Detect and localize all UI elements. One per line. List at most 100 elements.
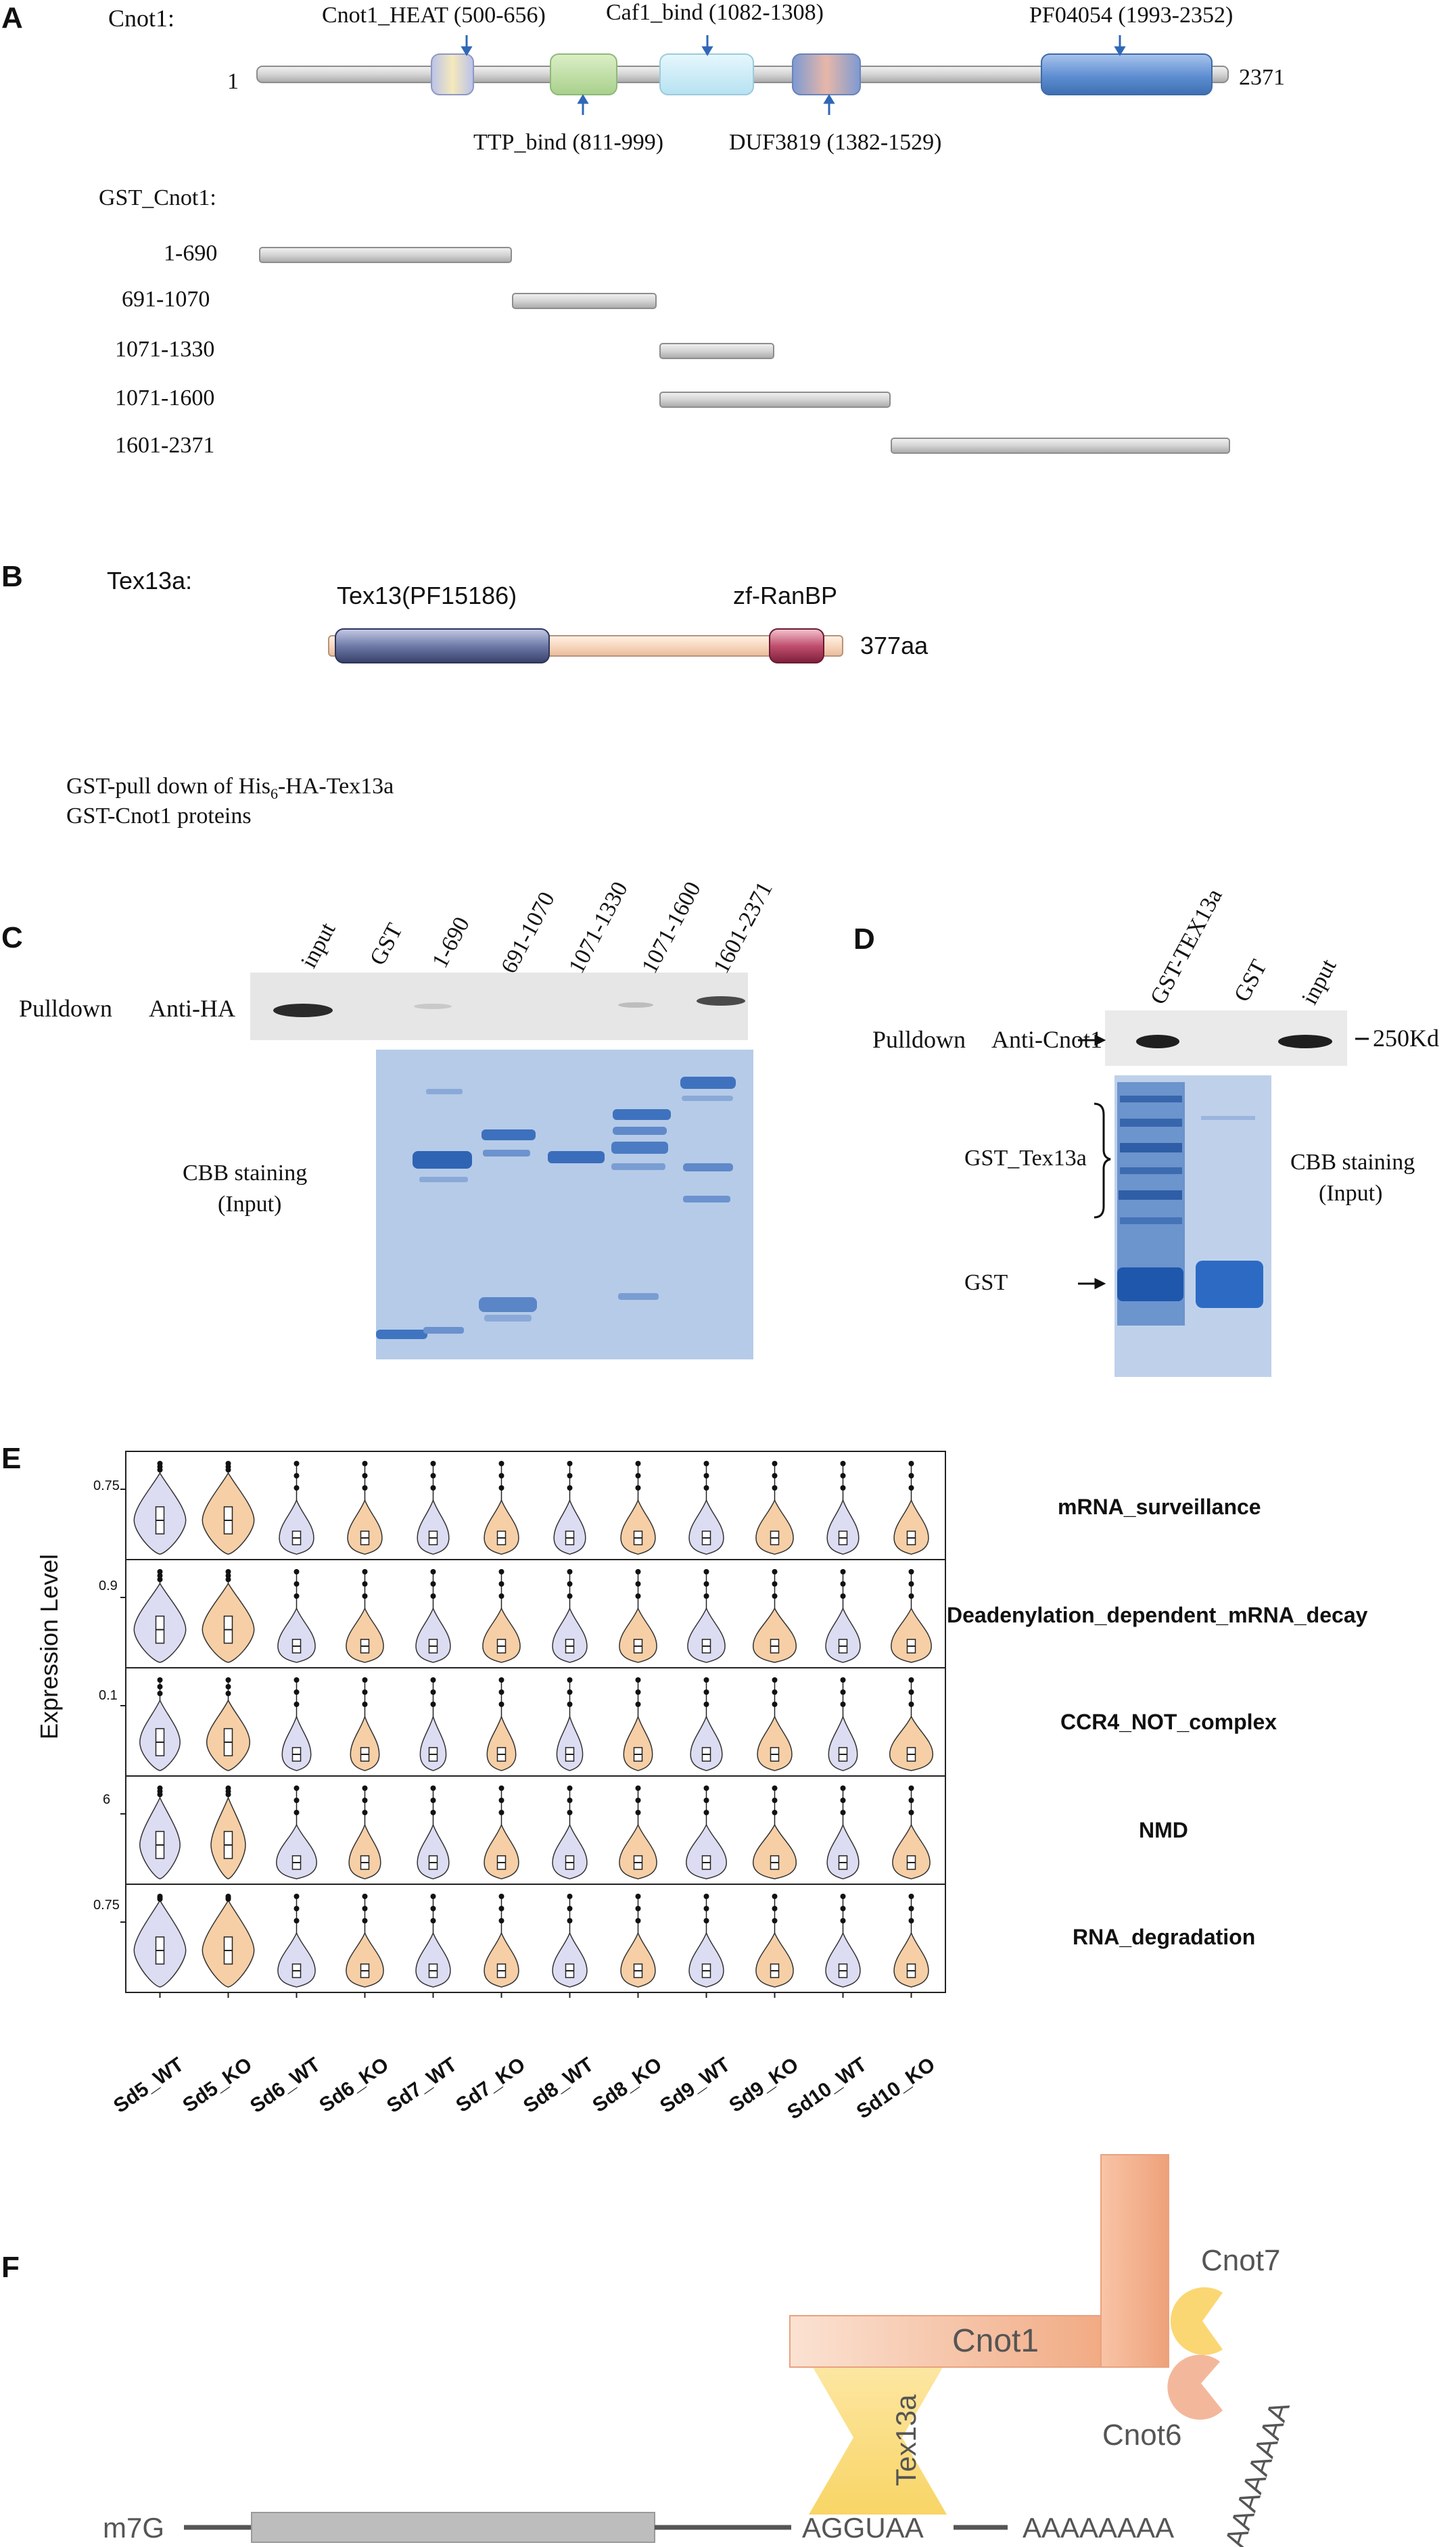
- cnot1-start-label: 1: [227, 69, 239, 94]
- panel-c-antiha-label: Anti-HA: [149, 995, 235, 1022]
- construct-bars: [259, 247, 1230, 454]
- cnot1-end-label: 2371: [1239, 65, 1285, 90]
- violin-Sd6_WT: [279, 1498, 314, 1555]
- panel-c-input-label: (Input): [218, 1192, 282, 1217]
- violin-Sd7_WT: [415, 1606, 451, 1663]
- row-name-ccr4-not: CCR4_NOT_complex: [1060, 1710, 1277, 1734]
- domain-arrows: [461, 35, 1126, 115]
- violin-Sd8_KO: [619, 1607, 657, 1663]
- panel-letter-c: C: [1, 921, 23, 954]
- violin-Sd8_WT: [556, 1714, 584, 1771]
- violin-Sd7_WT: [415, 1931, 451, 1988]
- domain-pf04054: [1041, 53, 1213, 95]
- construct-bar-1071-1600: [659, 392, 891, 408]
- violin-Sd7_WT: [417, 1823, 450, 1879]
- panel-letter-d: D: [853, 922, 875, 956]
- violin-Sd8_WT: [552, 1931, 588, 1988]
- violin-Sd7_KO: [484, 1931, 519, 1988]
- construct-label-5: 1601-2371: [115, 433, 215, 458]
- violin-Sd6_KO: [347, 1498, 383, 1555]
- gel-d-bands: [1117, 1082, 1263, 1326]
- tex13-domain-label: Tex13(PF15186): [337, 582, 517, 609]
- violin-Sd9_KO: [755, 1932, 794, 1988]
- row-name-nmd: NMD: [1139, 1818, 1188, 1842]
- violin-Sd7_KO: [484, 1498, 519, 1555]
- violin-Sd6_KO: [348, 1823, 381, 1879]
- violin-Sd10_KO: [893, 1498, 929, 1555]
- panel-d-cbb-label: CBB staining: [1290, 1150, 1415, 1175]
- row-name-deadenylation: Deadenylation_dependent_mRNA_decay: [947, 1603, 1368, 1627]
- panel-d-anticnot1-label: Anti-Cnot1: [991, 1026, 1103, 1053]
- gel-c-bands: [376, 1077, 736, 1339]
- panel-letter-a: A: [1, 1, 23, 34]
- tex13a-shape: [809, 2360, 947, 2515]
- violin-Sd9_KO: [755, 1499, 794, 1555]
- violin-Sd10_KO: [889, 1715, 934, 1771]
- panel-c-pulldown-label: Pulldown: [19, 995, 113, 1022]
- cnot1-model-label: Cnot1: [952, 2323, 1039, 2359]
- panel-d-input-label: (Input): [1319, 1181, 1383, 1206]
- violin-Sd8_WT: [553, 1498, 586, 1555]
- violin-Sd8_WT: [552, 1823, 588, 1879]
- violin-Sd9_WT: [688, 1498, 724, 1555]
- domain-label-ttp-bind: TTP_bind (811-999): [473, 130, 664, 155]
- violin-Sd6_KO: [350, 1714, 380, 1771]
- polya-label: AAAAAAAA: [1023, 2512, 1175, 2544]
- violin-Sd7_KO: [486, 1714, 517, 1771]
- row-tick-4: 0.75: [93, 1898, 120, 1913]
- violin-Sd10_KO: [893, 1931, 929, 1988]
- domain-label-duf3819: DUF3819 (1382-1529): [729, 130, 942, 155]
- construct-label-1: 1-690: [164, 241, 218, 266]
- violin-Sd10_WT: [828, 1714, 858, 1771]
- domain-caf1-bind: [659, 53, 754, 95]
- domain-ttp-bind: [550, 53, 617, 95]
- violin-Sd10_WT: [826, 1823, 860, 1879]
- violin-row-frame: [125, 1667, 946, 1777]
- violin-Sd10_WT: [825, 1931, 861, 1988]
- gel-c-cbb: [376, 1050, 753, 1359]
- violin-Sd8_KO: [623, 1714, 653, 1771]
- construct-bar-1071-1330: [659, 343, 774, 359]
- construct-label-3: 1071-1330: [115, 337, 215, 362]
- domain-label-pf04054: PF04054 (1993-2352): [1029, 3, 1234, 28]
- violin-Sd8_WT: [552, 1606, 588, 1663]
- construct-label-2: 691-1070: [122, 287, 210, 312]
- domain-tex13: [335, 628, 550, 663]
- violin-Sd6_WT: [281, 1714, 312, 1771]
- violin-grid: [120, 1451, 946, 1998]
- row-name-rna-degradation: RNA_degradation: [1073, 1925, 1256, 1949]
- domain-label-caf1-bind: Caf1_bind (1082-1308): [606, 0, 824, 25]
- violin-Sd7_WT: [419, 1714, 447, 1771]
- panel-d-gst-label: GST: [964, 1270, 1008, 1295]
- construct-bar-1601-2371: [891, 438, 1230, 454]
- violin-Sd9_KO: [757, 1714, 793, 1771]
- violin-Sd9_WT: [688, 1931, 724, 1988]
- violin-Sd9_KO: [752, 1607, 797, 1663]
- panel-d-250kd-label: 250Kd: [1373, 1025, 1439, 1052]
- cnot1-label: Cnot1:: [108, 5, 175, 32]
- violin-Sd9_WT: [690, 1714, 723, 1771]
- construct-label-4: 1071-1600: [115, 385, 215, 411]
- row-name-mrna-surveillance: mRNA_surveillance: [1058, 1495, 1261, 1519]
- violin-Sd7_KO: [484, 1823, 519, 1879]
- model-diagram: [184, 2154, 1223, 2543]
- construct-bar-1-690: [259, 247, 512, 263]
- domain-zf-ranbp: [769, 628, 824, 663]
- mrna-cds-box: [251, 2512, 655, 2543]
- violin-Sd8_KO: [619, 1823, 657, 1879]
- panel-letter-e: E: [1, 1442, 22, 1475]
- panel-letter-f: F: [1, 2251, 20, 2284]
- cnot7-model-label: Cnot7: [1201, 2244, 1281, 2277]
- panel-d-markers: [1078, 1034, 1369, 1290]
- panel-letter-b: B: [1, 560, 23, 593]
- row-tick-3: 6: [103, 1792, 111, 1807]
- zf-ranbp-label: zf-RanBP: [733, 582, 838, 609]
- panel-e-ylabel: Expression Level: [35, 1553, 63, 1739]
- panel-c-header-line2: GST-Cnot1 proteins: [66, 803, 252, 828]
- blot-c-bands: [273, 996, 745, 1017]
- violin-Sd10_KO: [891, 1607, 932, 1663]
- violin-Sd7_KO: [482, 1607, 521, 1663]
- motif-label: AGGUAA: [802, 2512, 924, 2544]
- row-tick-2: 0.1: [99, 1688, 118, 1703]
